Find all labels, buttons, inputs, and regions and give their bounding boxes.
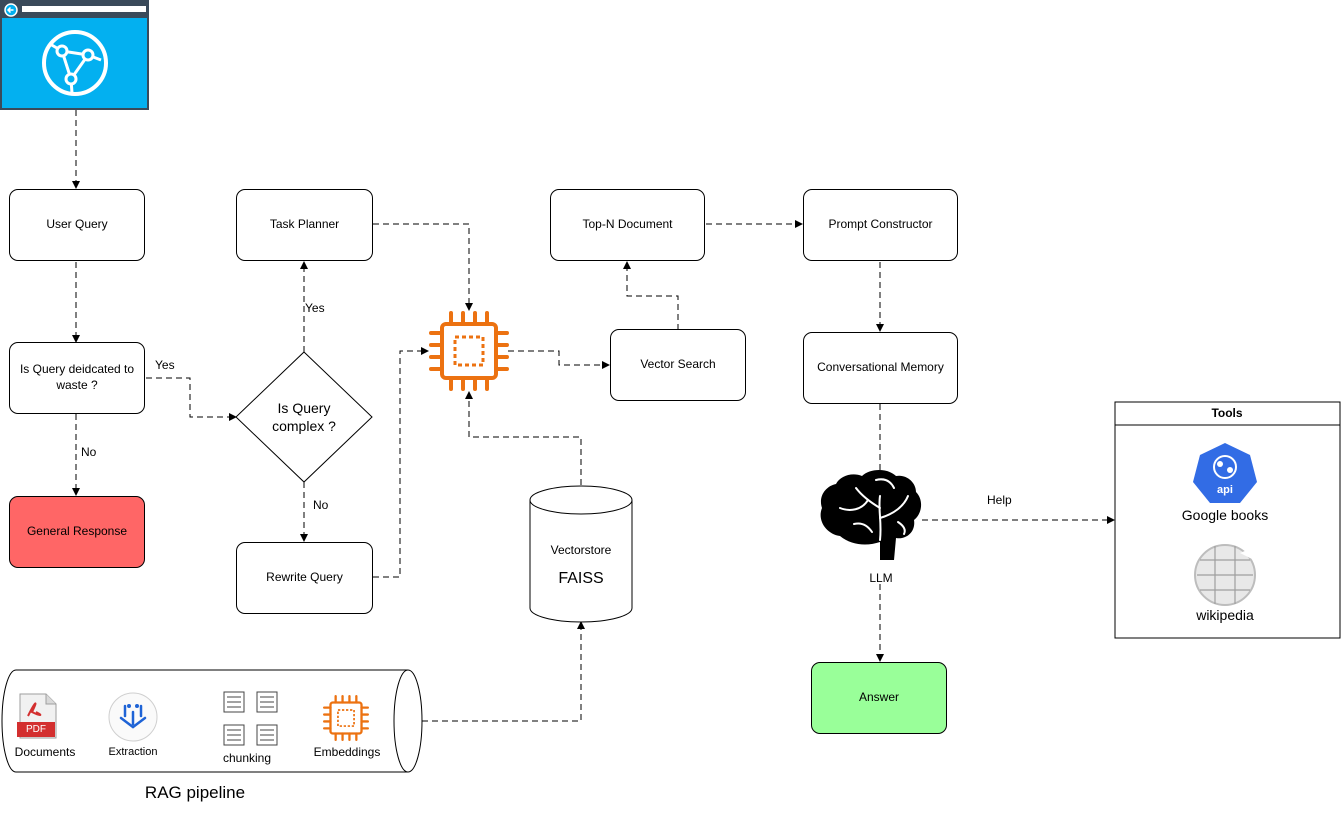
- dedicated-no-label: No: [81, 445, 97, 459]
- edge-vector-search-to-top-n: [623, 261, 679, 330]
- general-response-node: General Response: [9, 496, 145, 568]
- is-query-dedicated-node: Is Query deidcated to waste ?: [9, 342, 145, 414]
- api-badge: api: [1217, 484, 1233, 496]
- help-label: Help: [987, 493, 1012, 507]
- pdf-badge: PDF: [26, 724, 46, 735]
- prompt-constructor-node: Prompt Constructor: [803, 189, 958, 261]
- api-icon: [1193, 443, 1257, 503]
- conversational-memory-node: Conversational Memory: [803, 332, 958, 404]
- chunking-label: chunking: [222, 751, 272, 765]
- edge-vectorstore-to-chip: [465, 391, 582, 485]
- top-n-document-node: Top-N Document: [550, 189, 705, 261]
- answer-node: Answer: [811, 662, 947, 734]
- extraction-label: Extraction: [108, 746, 158, 758]
- edge-chip-to-vector-search: [508, 350, 610, 369]
- wikipedia-icon: [1194, 544, 1256, 606]
- rewrite-query-node: Rewrite Query: [236, 542, 373, 614]
- vectorstore-faiss: FAISS: [558, 570, 604, 587]
- is-query-complex-diamond: [235, 351, 373, 483]
- documents-label: Documents: [14, 745, 76, 759]
- llm-label: LLM: [869, 571, 893, 585]
- edge-dedicated-yes: [146, 377, 237, 421]
- processor-chip-icon: [429, 311, 509, 391]
- edge-rewrite-to-chip: [373, 347, 429, 578]
- chunking-icon: [223, 691, 278, 746]
- vector-search-node: Vector Search: [610, 329, 746, 401]
- user-query-node: User Query: [9, 189, 145, 261]
- dedicated-yes-label: Yes: [155, 358, 175, 372]
- pdf-document-icon: [17, 693, 57, 739]
- wikipedia-label: wikipedia: [1196, 607, 1254, 623]
- edge-task-planner-to-chip: [373, 223, 473, 311]
- browser-window-icon: [0, 0, 149, 110]
- complex-no-label: No: [313, 498, 329, 512]
- rag-pipeline-title: RAG pipeline: [144, 783, 246, 802]
- vectorstore-cylinder: [529, 485, 633, 623]
- vectorstore-title: Vectorstore: [550, 543, 612, 557]
- tools-title: Tools: [1211, 406, 1243, 420]
- brain-icon: [820, 470, 922, 560]
- extraction-icon: [108, 692, 158, 742]
- edge-pipeline-to-vectorstore: [422, 621, 585, 722]
- google-books-label: Google books: [1181, 507, 1269, 523]
- is-query-complex-label: Is Query complex ?: [272, 400, 336, 435]
- task-planner-node: Task Planner: [236, 189, 373, 261]
- embeddings-label: Embeddings: [313, 745, 381, 759]
- complex-yes-label: Yes: [305, 301, 325, 315]
- rag-pipeline-container: [1, 669, 423, 773]
